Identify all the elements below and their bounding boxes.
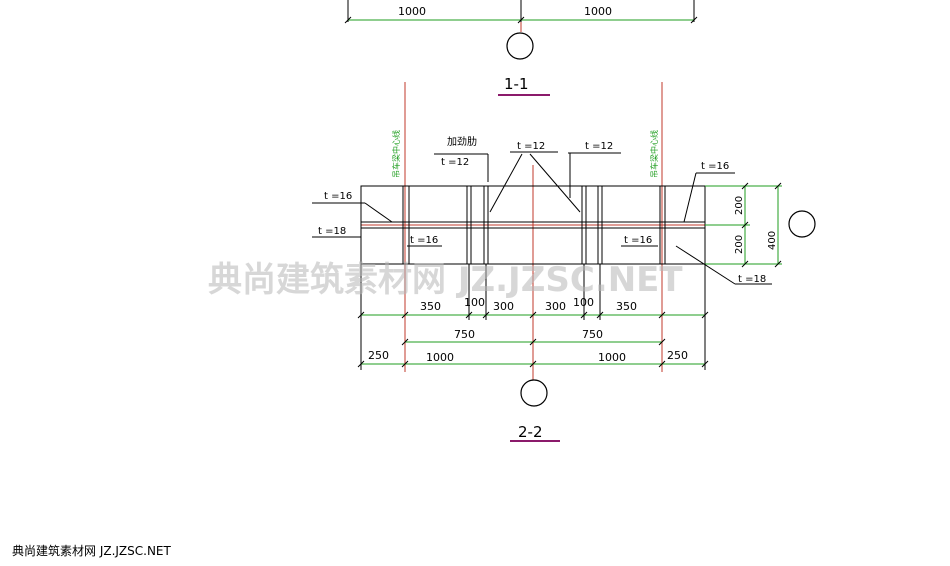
- plate-t16-inner-right: t =16: [624, 235, 652, 246]
- dim-r3-250-right: 250: [667, 349, 688, 362]
- dim-r1-350-right: 350: [616, 300, 637, 313]
- axis-bubble-top: [506, 32, 534, 60]
- watermark-center: 典尚建筑素材网 JZ.JZSC.NET: [208, 260, 683, 300]
- plate-t16-top-left: t =16: [324, 191, 352, 202]
- dim-r3-250-left: 250: [368, 349, 389, 362]
- dim-r3-1000-left: 1000: [426, 351, 454, 364]
- center-line-label-right: 吊车梁中心线: [649, 130, 659, 178]
- plate-t18-right: t =18: [738, 274, 766, 285]
- plate-t12-mid: t =12: [517, 141, 545, 152]
- dim-r1-350-left: 350: [420, 300, 441, 313]
- dim-top-left: 1000: [398, 5, 426, 18]
- watermark-corner: 典尚建筑素材网 JZ.JZSC.NET: [12, 543, 172, 558]
- dim-right-total: 400: [767, 231, 778, 250]
- center-line-label-left: 吊车梁中心线: [391, 130, 401, 178]
- dim-r2-750-right: 750: [582, 328, 603, 341]
- dim-top-right: 1000: [584, 5, 612, 18]
- dim-chain-right: [705, 185, 782, 265]
- dim-r1-100-right: 100: [573, 296, 594, 309]
- plate-t12-right: t =12: [585, 141, 613, 152]
- plate-t12-left: t =12: [441, 157, 469, 168]
- axis-bubble-right: [788, 210, 816, 238]
- section-title-2-2: 2-2: [518, 423, 543, 441]
- stiffeners: [402, 186, 666, 264]
- plate-t16-top-right: t =16: [701, 161, 729, 172]
- plate-t18-left: t =18: [318, 226, 346, 237]
- section-title-1-1: 1-1: [504, 75, 529, 93]
- dim-r3-1000-right: 1000: [598, 351, 626, 364]
- dim-r1-300-right: 300: [545, 300, 566, 313]
- section-2-2: 吊车梁中心线 吊车梁中心线 加劲肋 t =12 t =12 t =12 t =1…: [312, 82, 816, 442]
- dim-right-lower: 200: [734, 235, 745, 254]
- axis-bubble-bottom: [520, 379, 548, 407]
- dim-r1-100-left: 100: [464, 296, 485, 309]
- dim-r2-750-left: 750: [454, 328, 475, 341]
- plate-t16-inner-left: t =16: [410, 235, 438, 246]
- section-1-1: 1000 1000 1-1: [344, 0, 698, 96]
- dim-r1-300-left: 300: [493, 300, 514, 313]
- stiffener-label: 加劲肋: [447, 135, 477, 148]
- dim-right-upper: 200: [734, 196, 745, 215]
